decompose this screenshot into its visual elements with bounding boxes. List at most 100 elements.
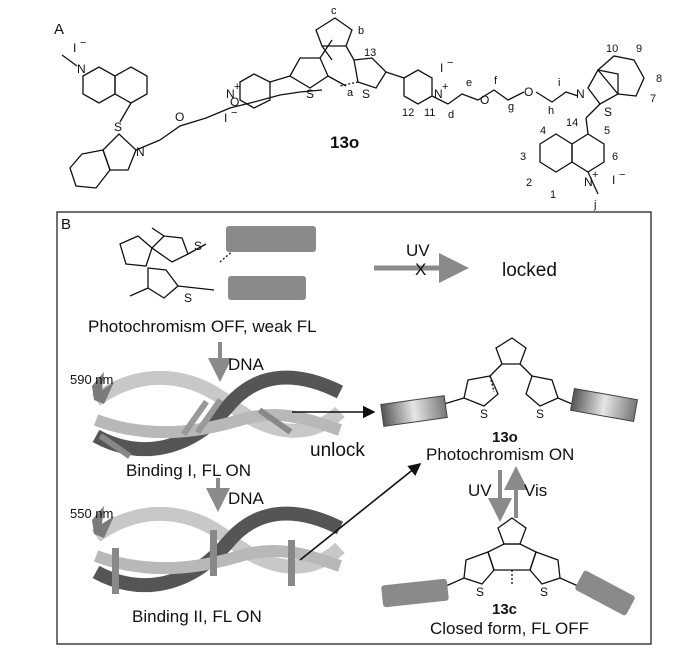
n-plus-left-pyr: N: [226, 87, 235, 101]
binding-2-label: Binding II, FL ON: [132, 607, 262, 626]
s-open-left: S: [480, 407, 488, 421]
o-left-1: O: [175, 110, 184, 124]
label-h: h: [548, 105, 554, 117]
open-compound-label: 13o: [492, 429, 518, 446]
label-b: b: [358, 25, 364, 37]
label-j: j: [593, 199, 596, 211]
plus-right: +: [592, 169, 598, 181]
label-4: 4: [540, 125, 546, 137]
o-right-1: O: [480, 93, 489, 107]
closed-form-13c: [445, 517, 579, 587]
dna-helix-1: [91, 370, 345, 459]
label-13: 13: [364, 47, 376, 59]
closed-compound-label: 13c: [492, 601, 517, 618]
s-thiophene-left: S: [306, 87, 314, 101]
rod-open-right: [569, 388, 639, 422]
label-3: 3: [520, 151, 526, 163]
unlock-label: unlock: [310, 440, 365, 461]
lightning-icon-1: [92, 372, 114, 404]
open-form-13o: [443, 337, 573, 407]
label-1: 1: [550, 189, 556, 201]
label-e: e: [466, 77, 472, 89]
label-10: 10: [606, 43, 618, 55]
s-locked-top: S: [194, 239, 202, 253]
photo-on-label: Photochromism ON: [426, 445, 574, 464]
s-open-right: S: [536, 407, 544, 421]
locked-open-form: [119, 227, 237, 299]
vis-label: Vis: [524, 481, 547, 500]
label-8: 8: [656, 73, 662, 85]
o-right-2: O: [524, 85, 533, 99]
panel-b-frame: [56, 211, 652, 645]
thiophene-right: [339, 57, 405, 89]
iodide-left-pyr-charge: −: [231, 107, 237, 119]
n-left-btz: N: [136, 145, 145, 159]
cyclopentene: [315, 17, 355, 61]
left-quinolinium: [61, 54, 148, 123]
label-2: 2: [526, 177, 532, 189]
compound-label-a: 13o: [330, 133, 359, 152]
label-a: a: [347, 87, 354, 99]
n-plus-right-pyr: N: [434, 87, 443, 101]
left-benzothiazole: [69, 89, 323, 189]
plus-right-pyr: +: [442, 81, 448, 93]
dna-helix-2: [91, 506, 345, 594]
wavelength-2: 550 nm: [70, 506, 113, 521]
uv-label-2: UV: [468, 481, 492, 500]
rod-closed-right: [575, 570, 635, 616]
n-plus-left: N: [77, 62, 86, 76]
closed-state-label: Closed form, FL OFF: [430, 619, 589, 638]
s-right-btz: S: [604, 105, 612, 119]
s-closed-right: S: [540, 585, 548, 599]
iodide-right: I: [612, 173, 615, 187]
s-left-btz: S: [114, 120, 122, 134]
uv-label-top: UV: [406, 241, 430, 260]
rod-open-left: [380, 395, 448, 427]
rod-locked-top: [226, 226, 316, 252]
rod-locked-bottom: [228, 276, 306, 300]
locked-label: locked: [502, 260, 557, 281]
label-d: d: [448, 109, 454, 121]
panel-b: B S S Photochromism OFF, weak FL UV X lo…: [56, 211, 652, 645]
label-i: i: [558, 77, 560, 89]
n-plus-right: N: [584, 175, 593, 189]
s-thiophene-right: S: [362, 87, 370, 101]
iodide-left-pyr: I: [224, 111, 227, 125]
iodide-left-charge: −: [80, 37, 86, 49]
blocked-x: X: [415, 260, 426, 279]
n-right-btz: N: [576, 87, 585, 101]
state-off-label: Photochromism OFF, weak FL: [88, 317, 317, 336]
label-7: 7: [650, 93, 656, 105]
label-6: 6: [612, 151, 618, 163]
iodide-right-pyr-charge: −: [447, 57, 453, 69]
panel-a: A I − N S N O O N + I −: [54, 5, 662, 211]
panel-a-label: A: [54, 21, 64, 38]
iodide-right-charge: −: [619, 169, 625, 181]
s-closed-left: S: [476, 585, 484, 599]
binding2-arrow: [299, 463, 422, 561]
label-g: g: [508, 101, 514, 113]
label-12: 12: [402, 107, 414, 119]
right-quinolinium: [539, 117, 605, 195]
lightning-icon-2: [92, 506, 114, 538]
label-c: c: [331, 5, 337, 17]
o-left-2: O: [230, 95, 239, 109]
label-5: 5: [604, 125, 610, 137]
label-14: 14: [566, 117, 578, 129]
iodide-right-pyr: I: [440, 61, 443, 75]
label-11: 11: [424, 107, 435, 119]
rod-closed-left: [381, 578, 449, 608]
dna-label-1: DNA: [228, 355, 265, 374]
label-9: 9: [636, 43, 642, 55]
plus-left-pyr: +: [234, 81, 240, 93]
label-f: f: [494, 75, 498, 87]
left-pyridinium: [239, 73, 291, 109]
wavelength-1: 590 nm: [70, 372, 113, 387]
s-locked-bottom: S: [184, 291, 192, 305]
iodide-left: I: [73, 41, 76, 55]
right-benzothiazole: [585, 55, 645, 119]
binding-1-label: Binding I, FL ON: [126, 461, 251, 480]
panel-b-label: B: [61, 216, 71, 233]
thiophene-left: [289, 39, 347, 89]
